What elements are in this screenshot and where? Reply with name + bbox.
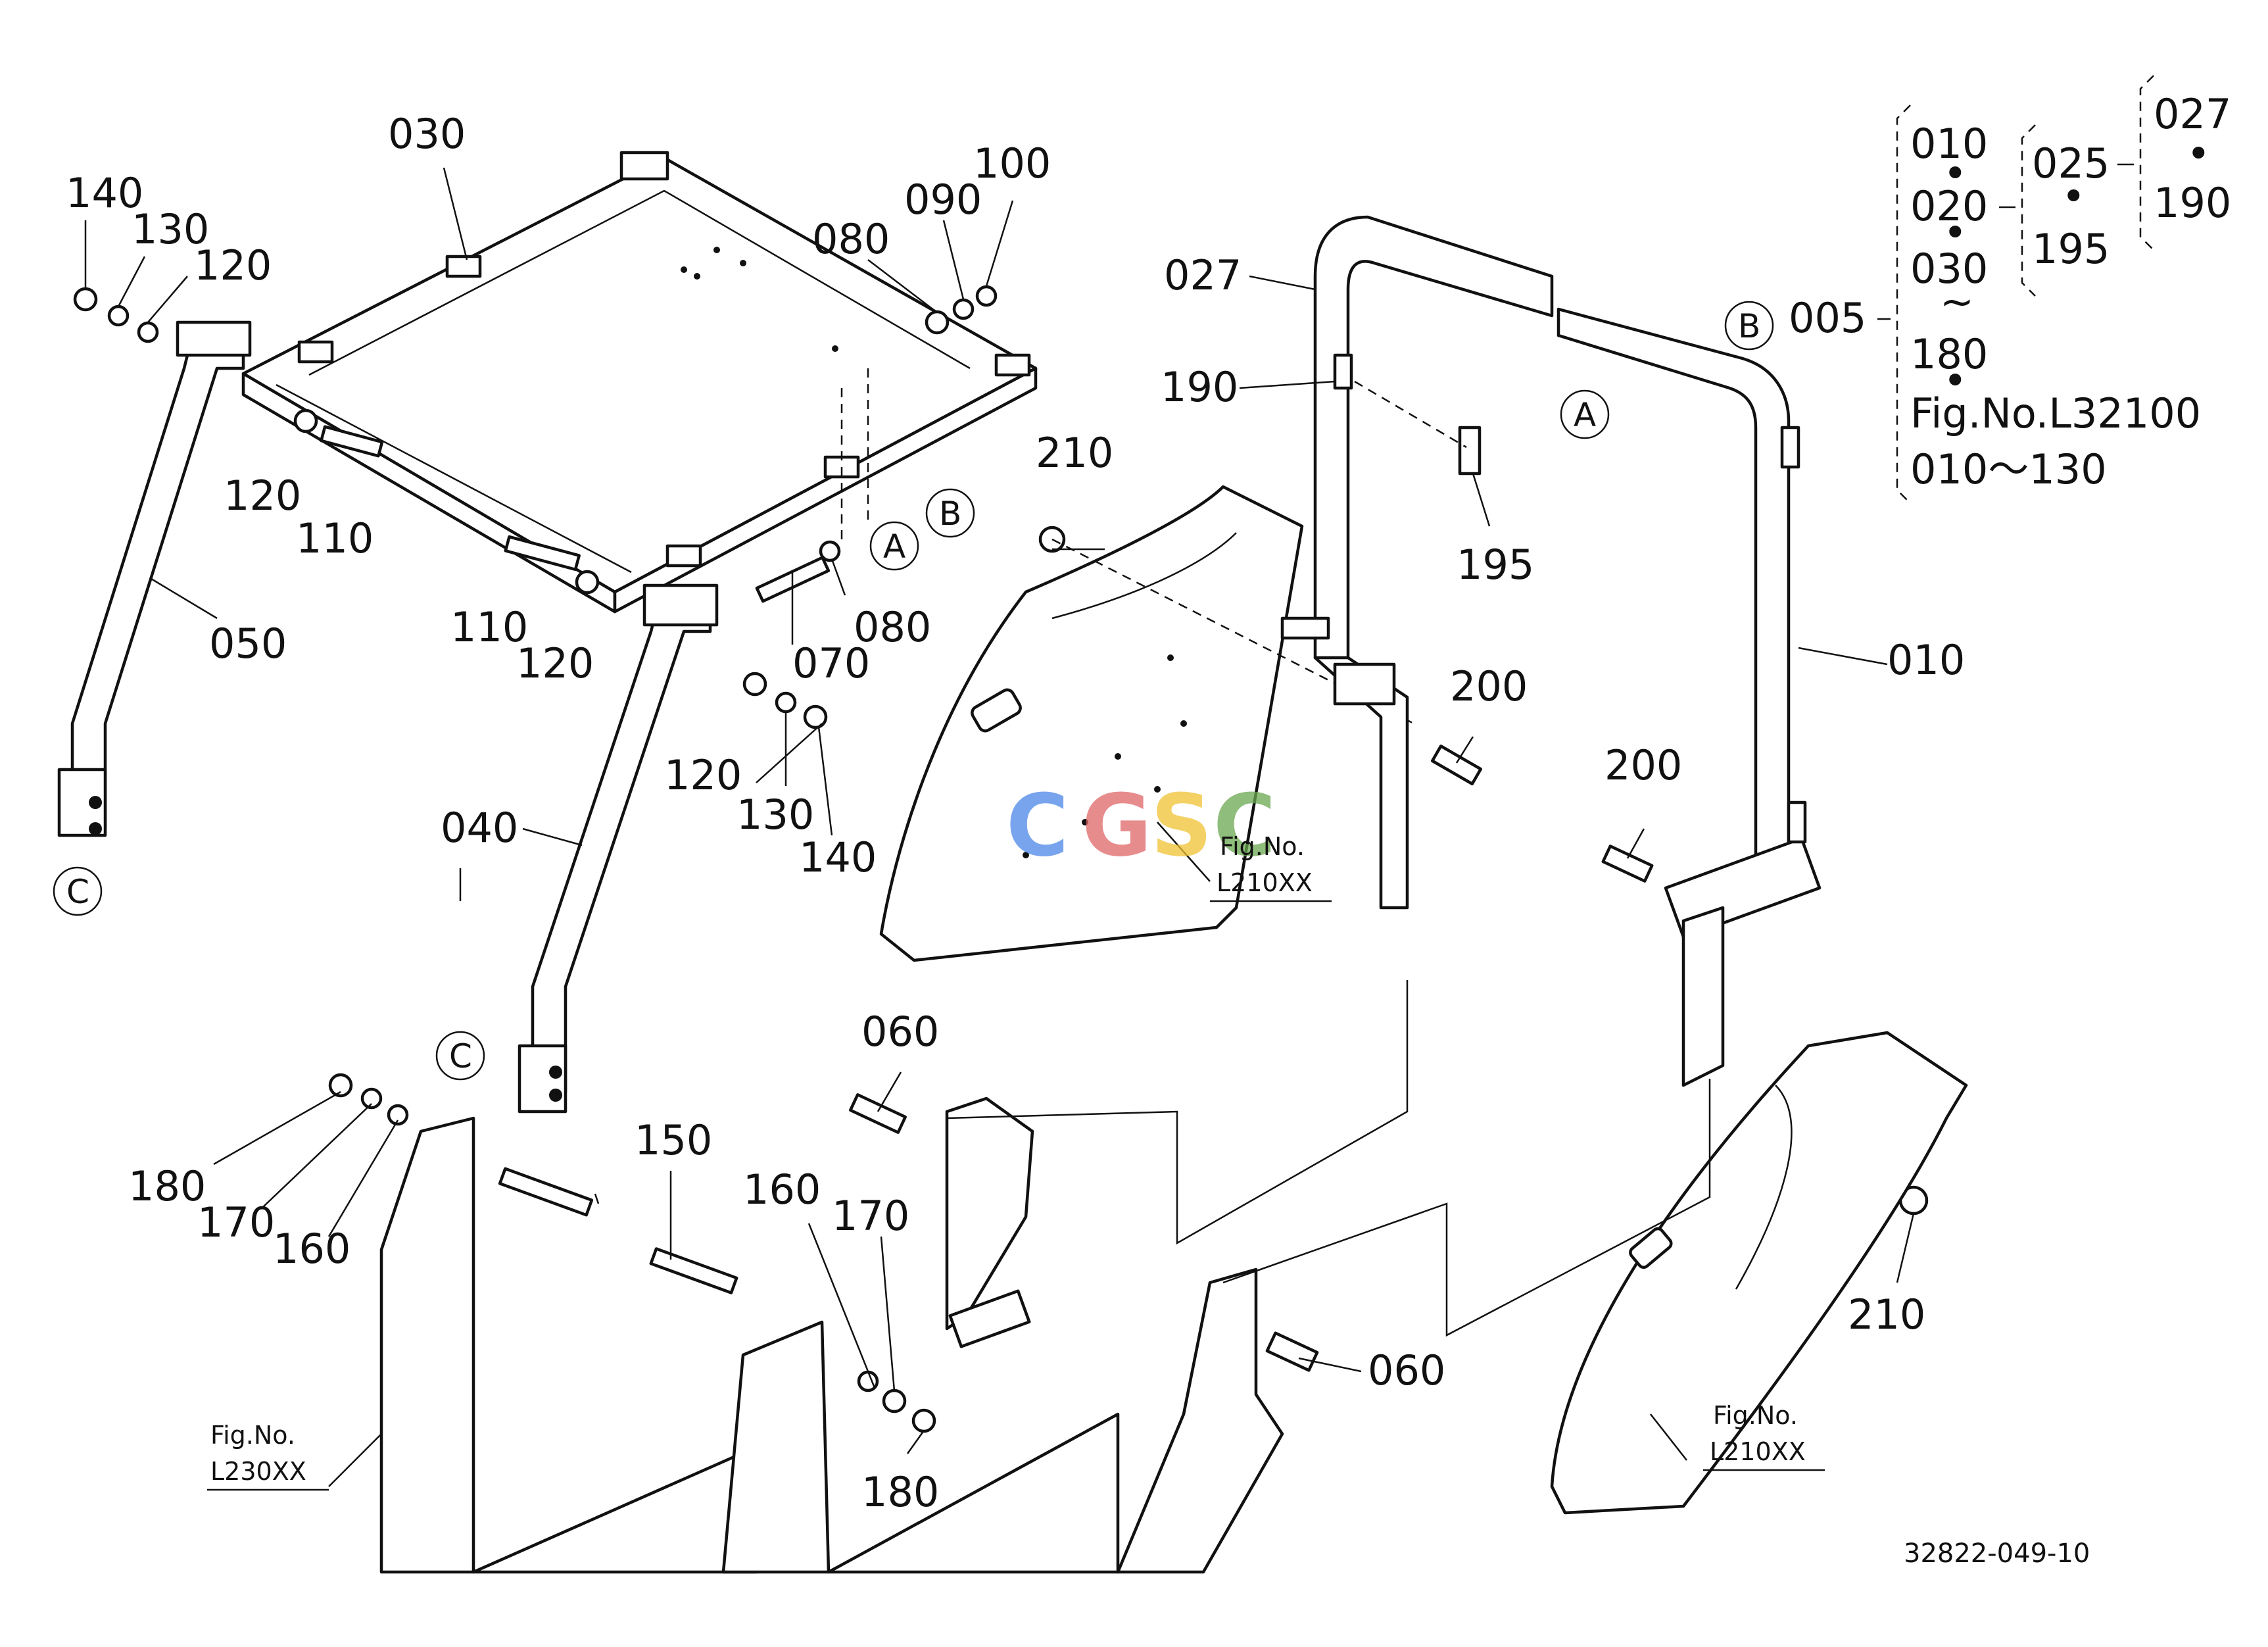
callout-170: 170: [832, 1192, 909, 1240]
fender-right: [1550, 1031, 1968, 1515]
fig-ref-label: Fig.No.: [210, 1421, 295, 1450]
callout-130: 130: [132, 205, 209, 253]
callout-120: 120: [516, 639, 594, 687]
fender-left: [879, 485, 1414, 962]
tree-item: 030: [1910, 245, 1988, 293]
callout-027: 027: [1164, 251, 1242, 299]
callout-200: 200: [1450, 662, 1528, 710]
fig-ref-label: Fig.No.: [1220, 832, 1305, 861]
watermark: C G S C: [1006, 775, 1276, 875]
tree-dot: •: [1943, 356, 1967, 405]
leg-050: [57, 320, 252, 837]
callout-160: 160: [273, 1225, 350, 1273]
callout-120: 120: [664, 751, 742, 799]
watermark-s: S: [1151, 775, 1213, 875]
callout-040: 040: [441, 804, 518, 852]
marker-b: B: [1738, 307, 1760, 345]
watermark-c2: C: [1213, 775, 1276, 875]
callout-080: 080: [812, 215, 890, 263]
callout-050: 050: [209, 620, 287, 668]
watermark-c1: C: [1006, 775, 1069, 875]
fig-ref-number: L230XX: [210, 1457, 306, 1486]
callout-100: 100: [973, 139, 1051, 187]
callout-070: 070: [792, 639, 870, 687]
fig-references: Fig.No. L210XX Fig.No. L230XX Fig.No. L2…: [207, 832, 1825, 1491]
callout-130: 130: [736, 791, 814, 839]
fig-ref-label: Fig.No.: [1713, 1401, 1798, 1430]
callout-060: 060: [1368, 1346, 1445, 1394]
tree-sub2-item: 027: [2154, 90, 2231, 138]
assembly-tree: 005 010 • 020 • 030 ~ 180 • Fig.No.L3210…: [1789, 75, 2231, 504]
callout-195: 195: [1457, 541, 1534, 589]
tree-dot: •: [2062, 172, 2086, 220]
callout-180: 180: [861, 1468, 939, 1516]
leader-lines: [84, 167, 1915, 1487]
callout-030: 030: [388, 110, 466, 158]
callout-190: 190: [1161, 363, 1238, 411]
tree-item: 010～130: [1910, 445, 2107, 493]
callout-210: 210: [1036, 429, 1113, 477]
callouts: 030 140 130 120 080 090 100 120 110 110 …: [66, 110, 1965, 1516]
markers: A B A B C C: [53, 301, 1774, 1081]
callout-080: 080: [854, 603, 931, 651]
tree-dot: •: [2186, 130, 2211, 178]
callout-060: 060: [861, 1008, 939, 1056]
marker-a: A: [1574, 396, 1596, 434]
fig-ref-number: L210XX: [1710, 1437, 1806, 1466]
rops-010: [1556, 307, 1822, 1087]
callout-010: 010: [1887, 636, 1965, 684]
callout-150: 150: [635, 1116, 712, 1164]
tree-dot: •: [1943, 209, 1967, 257]
callout-210: 210: [1848, 1291, 1925, 1339]
callout-160: 160: [743, 1166, 821, 1214]
watermark-g: G: [1082, 775, 1152, 875]
fig-ref-number: L210XX: [1217, 868, 1313, 897]
tree-sub-item: 025: [2032, 139, 2110, 187]
callout-110: 110: [450, 603, 528, 651]
marker-b: B: [939, 495, 961, 533]
callout-180: 180: [128, 1162, 206, 1210]
tree-item: 010: [1910, 120, 1988, 168]
tree-sub-item: 195: [2032, 225, 2110, 273]
tree-item: 180: [1910, 330, 1988, 378]
callout-170: 170: [197, 1198, 275, 1246]
tree-item: Fig.No.L32100: [1910, 389, 2201, 437]
callout-120: 120: [224, 472, 301, 520]
callout-090: 090: [904, 176, 982, 224]
marker-a: A: [883, 528, 905, 566]
tree-dot: •: [1943, 149, 1967, 197]
tree-item: 020: [1910, 182, 1988, 230]
callout-120: 120: [194, 241, 272, 289]
callout-110: 110: [296, 514, 374, 562]
callout-200: 200: [1604, 741, 1682, 789]
tree-root: 005: [1789, 294, 1866, 342]
rops-027: [1280, 215, 1554, 910]
leg-040: [518, 583, 719, 1114]
marker-c: C: [66, 873, 89, 911]
callout-140: 140: [66, 169, 143, 217]
callout-140: 140: [799, 833, 877, 881]
tree-item: ~: [1940, 278, 1974, 326]
tree-sub2-item: 190: [2154, 179, 2231, 227]
diagram-code: 32822-049-10: [1904, 1538, 2090, 1569]
marker-c: C: [449, 1037, 472, 1075]
lower-frame: [379, 1096, 1284, 1574]
